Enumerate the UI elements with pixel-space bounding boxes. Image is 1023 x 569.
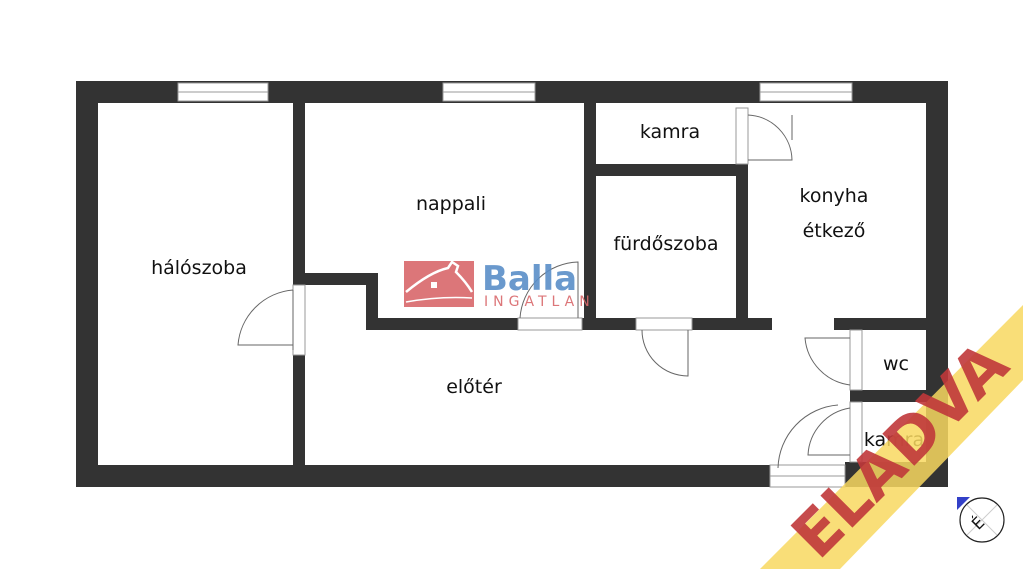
north-marker-icon xyxy=(957,497,970,510)
doors xyxy=(237,107,863,469)
room-wc: wc xyxy=(883,353,909,375)
room-furdo: fürdőszoba xyxy=(613,233,718,255)
room-eloter: előtér xyxy=(446,376,502,398)
compass: É xyxy=(957,497,1005,543)
room-nappali: nappali xyxy=(416,193,486,215)
logo-name: Balla xyxy=(482,259,577,299)
windows xyxy=(177,82,853,488)
walls xyxy=(76,81,948,487)
logo-sub: INGATLAN xyxy=(484,294,595,310)
room-halo: hálószoba xyxy=(151,257,247,279)
room-etkezo: étkező xyxy=(803,220,866,242)
room-kamra-top: kamra xyxy=(640,121,700,143)
balla-logo: Balla INGATLAN xyxy=(404,259,595,310)
room-konyha: konyha xyxy=(800,185,869,207)
